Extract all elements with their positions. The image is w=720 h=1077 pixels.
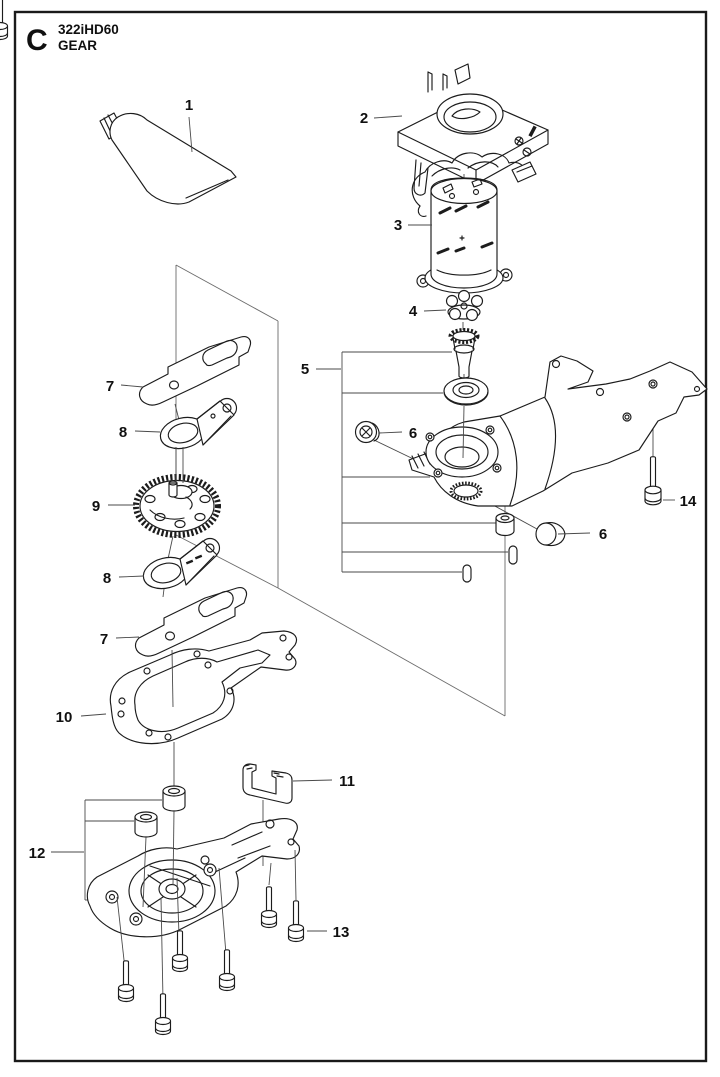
callout-3: 3: [394, 217, 402, 234]
part-11-clamp: [242, 763, 293, 804]
callout-5: 5: [301, 361, 309, 378]
callout-5-bracket: [341, 351, 508, 573]
part-10-gasket: [109, 630, 298, 745]
callout-7-lower: 7: [100, 631, 108, 648]
callouts: 1 2 3 4 5 6 6 7 7 8 8 9 10 11 12 13 14: [29, 97, 697, 941]
section-name: GEAR: [58, 38, 97, 53]
axis-through-gasket: [171, 649, 174, 708]
part-6-plug-right: [535, 522, 566, 547]
part-14-screw: [644, 456, 662, 506]
spacer1-axis: [172, 810, 175, 886]
spacer2-axis: [142, 836, 147, 908]
ball-bearing: [443, 377, 489, 406]
part-7-blade-lower: [134, 586, 248, 657]
model-name: 322iHD60: [58, 22, 119, 37]
part-5-gearbox-housing: [408, 355, 708, 507]
callout-1: 1: [185, 97, 193, 114]
callout-2: 2: [360, 110, 368, 127]
callout-11: 11: [339, 773, 355, 790]
part-7-blade-upper: [138, 335, 252, 406]
crank-pin-lines: [175, 447, 184, 483]
pinion-shaft: [448, 328, 480, 379]
part-1-grease-tube: [99, 112, 237, 205]
part-13-screws: [0, 0, 305, 1036]
callout-6-right: 6: [599, 526, 607, 543]
callout-8-lower: 8: [103, 570, 111, 587]
part-8-connecting-rod-upper: [159, 397, 238, 450]
callout-4: 4: [409, 303, 418, 320]
callout-14: 14: [680, 493, 697, 510]
part-2-motor-mount: [397, 63, 549, 196]
callout-6-left: 6: [409, 425, 417, 442]
callout-9: 9: [92, 498, 100, 515]
title-block: C 322iHD60 GEAR: [26, 22, 119, 57]
part-9-gear-wheel: [133, 474, 221, 538]
bottom-cover-plate: [86, 817, 301, 938]
section-letter: C: [26, 24, 48, 57]
callout-8-upper: 8: [119, 424, 127, 441]
callout-7-upper: 7: [106, 378, 114, 395]
part-8-connecting-rod-lower: [142, 537, 221, 590]
callout-12: 12: [29, 845, 46, 862]
callout-10: 10: [56, 709, 73, 726]
part-4-coupling: [445, 289, 484, 322]
callout-13: 13: [333, 924, 350, 941]
part-3-motor: [411, 152, 537, 294]
gearbox-spacer-and-pins: [462, 512, 518, 583]
part-12-spacers: [134, 785, 186, 838]
part-6-plug-left: [354, 420, 380, 444]
